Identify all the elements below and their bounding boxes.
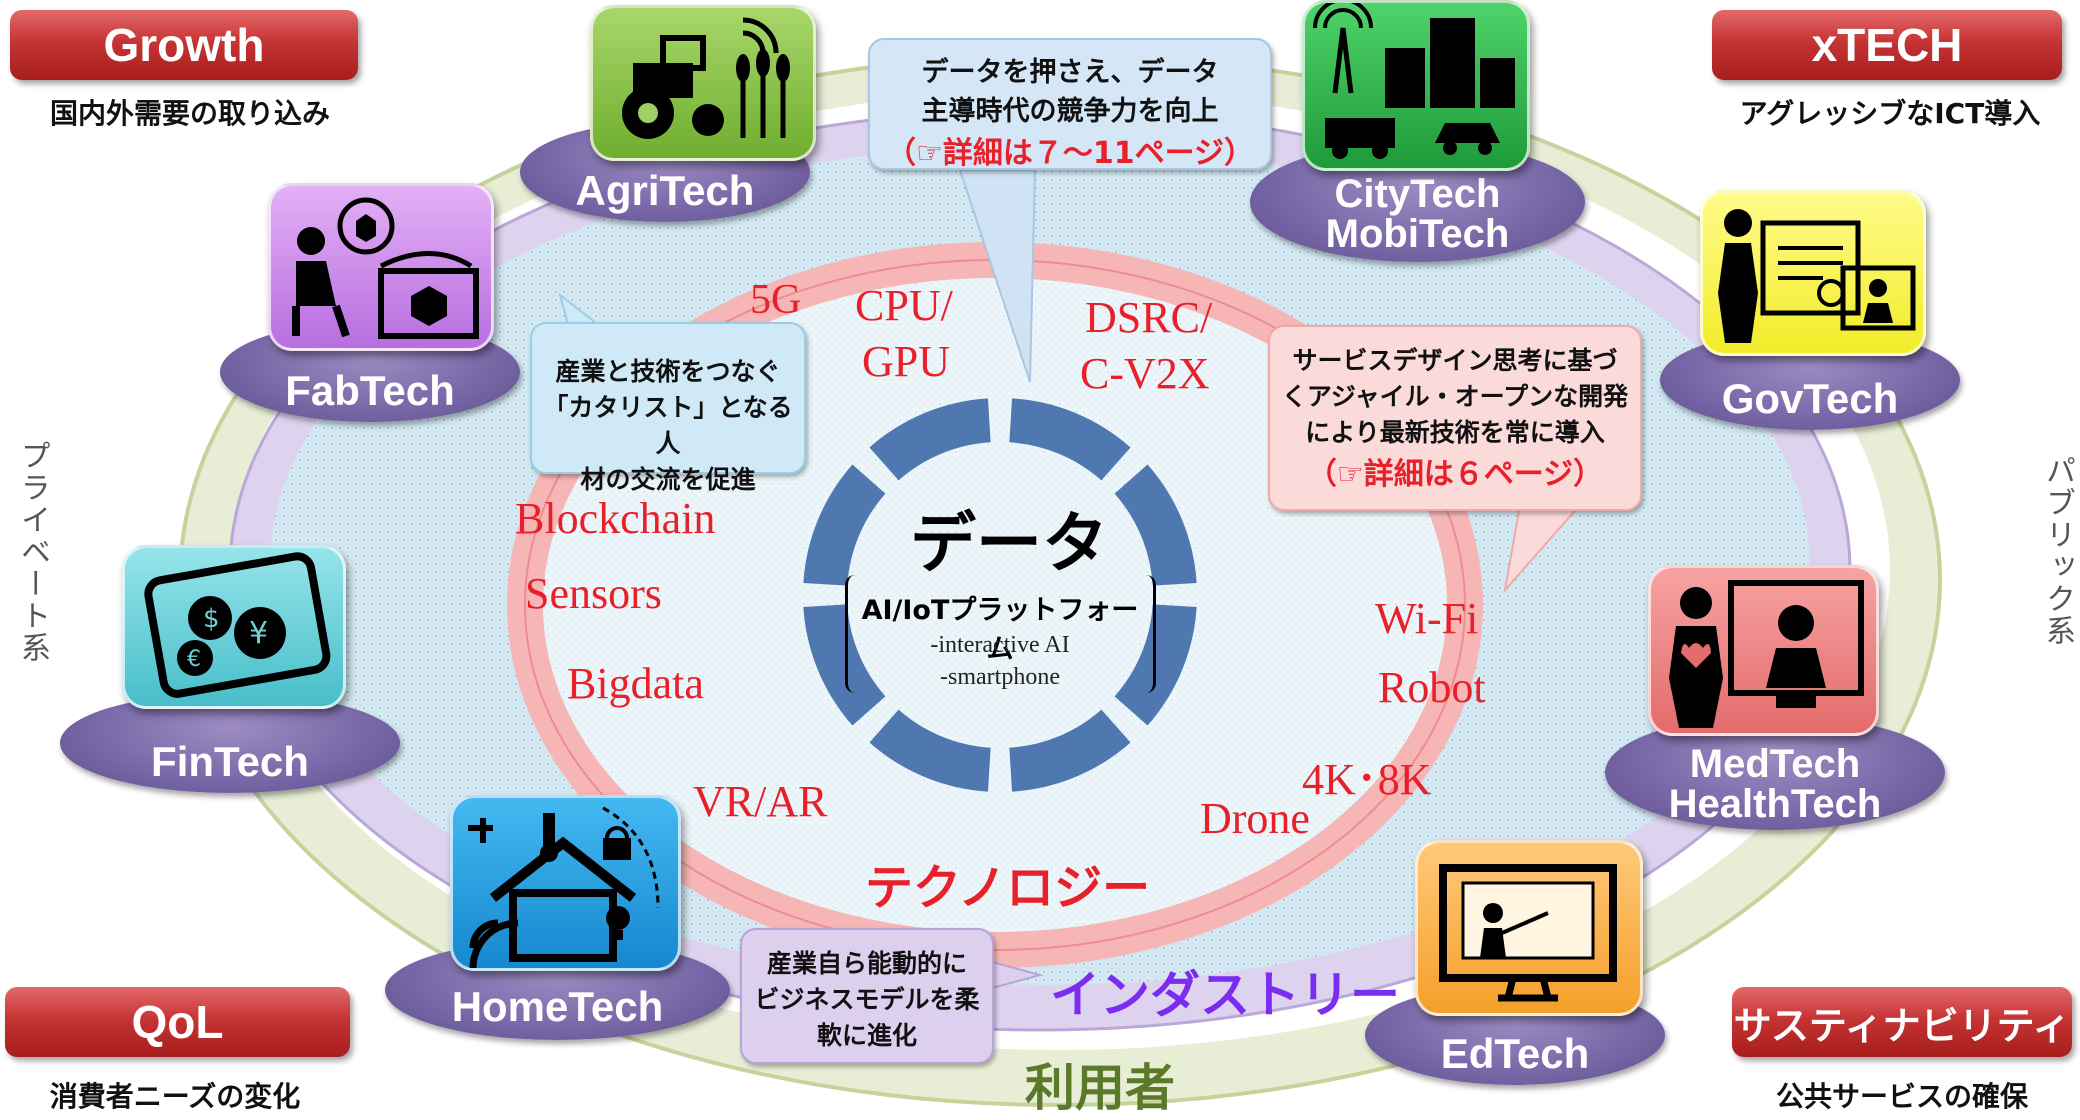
money-icon: $ ¥ € <box>144 552 331 698</box>
left-bubble: 産業と技術をつなぐ 「カタリスト」となる人 材の交流を促進 <box>530 322 806 494</box>
tractor-icon <box>622 17 790 139</box>
data-ring <box>803 398 1197 792</box>
hometech-tile <box>450 795 681 971</box>
medtech-label: MedTech <box>1689 742 1861 786</box>
tech-label: Blockchain <box>515 494 716 543</box>
bubble-line: （☞詳細は７～11ページ） <box>885 136 1255 171</box>
private-label: プライベート系 <box>15 440 50 664</box>
fintech-tile: $ ¥ € <box>122 545 346 709</box>
data-title: データ <box>910 505 1108 582</box>
bubble-line: 軟に進化 <box>816 1021 917 1050</box>
fintech-pill[interactable]: FinTech <box>60 693 400 793</box>
agritech-tile <box>590 5 816 161</box>
sustainability-subtitle: 公共サービスの確保 <box>1775 1080 2028 1113</box>
data-ring-segment <box>869 398 992 481</box>
industry-label: インダストリー <box>1050 966 1400 1024</box>
3d-print-icon <box>292 197 479 339</box>
data-ring-segment <box>1008 398 1131 481</box>
data-ring-segment <box>803 464 886 587</box>
hometech-label: HomeTech <box>451 983 664 1030</box>
bubble-line: ビジネスモデルを柔 <box>754 985 980 1014</box>
edtech-tile <box>1415 840 1643 1016</box>
smart-home-icon <box>468 806 660 969</box>
tech-label: VR/AR <box>693 777 828 826</box>
svg-text:¥: ¥ <box>249 616 268 651</box>
tech-label: GPU <box>862 337 951 386</box>
qol-button[interactable]: QoL <box>5 987 350 1057</box>
growth-button[interactable]: Growth <box>10 10 358 80</box>
medtech-tile <box>1648 565 1879 736</box>
fintech-label: FinTech <box>151 738 309 785</box>
bubble-line: 「カタリスト」となる人 <box>543 393 793 458</box>
education-icon <box>1439 864 1617 1002</box>
tech-label: C-V2X <box>1080 349 1210 398</box>
bubble-line: データを押さえ、データ <box>921 57 1219 88</box>
bubble-line: くアジャイル・オープンな開発 <box>1281 382 1629 411</box>
mobitech-label: MobiTech <box>1325 212 1510 256</box>
sustainability-button[interactable]: サスティナビリティ <box>1732 987 2072 1057</box>
bubble-line: により最新技術を常に導入 <box>1305 418 1605 447</box>
top-bubble: データを押さえ、データ 主導時代の競争力を向上 （☞詳細は７～11ページ） <box>868 38 1272 171</box>
healthtech-label: HealthTech <box>1668 782 1882 826</box>
svg-text:€: € <box>187 647 201 672</box>
govtech-label: GovTech <box>1721 375 1899 422</box>
data-ring-segment <box>1008 709 1131 792</box>
bottom-bubble: 産業自ら能動的に ビジネスモデルを柔 軟に進化 <box>740 928 994 1064</box>
data-ring-segment <box>869 709 992 792</box>
qol-subtitle: 消費者ニーズの変化 <box>49 1080 301 1113</box>
tech-label: Drone <box>1200 794 1310 843</box>
fabtech-tile <box>268 183 494 351</box>
citytech-label: CityTech <box>1334 172 1501 216</box>
city-icon <box>1313 0 1515 159</box>
platform-label: AI/IoTプラットフォーム <box>861 595 1139 665</box>
agritech-label: AgriTech <box>575 167 755 214</box>
xtech-subtitle: アグレッシブなICT導入 <box>1739 97 2041 130</box>
medical-icon <box>1669 580 1864 728</box>
data-ring-segment <box>1114 464 1197 587</box>
bubble-line: 材の交流を促進 <box>580 465 756 494</box>
bubble-line: （☞詳細は６ページ） <box>1306 457 1604 492</box>
govtech-tile <box>1700 190 1926 356</box>
tech-label: 4K･8K <box>1302 755 1432 804</box>
svg-text:$: $ <box>203 604 220 634</box>
platform-item: -interactive AI <box>930 632 1070 658</box>
platform-item: -smartphone <box>940 664 1060 690</box>
data-ring-segment <box>1114 603 1197 726</box>
tech-label: Bigdata <box>567 659 704 708</box>
xtech-button[interactable]: xTECH <box>1712 10 2062 80</box>
tech-label: CPU/ <box>855 281 953 330</box>
tech-label: Wi-Fi <box>1375 594 1479 643</box>
bubble-line: 主導時代の競争力を向上 <box>921 96 1219 127</box>
bubble-line: 産業と技術をつなぐ <box>555 357 781 386</box>
right-bubble: サービスデザイン思考に基づ くアジャイル・オープンな開発 により最新技術を常に導… <box>1268 325 1642 511</box>
bubble-line: 産業自ら能動的に <box>766 949 967 978</box>
edtech-label: EdTech <box>1440 1030 1590 1077</box>
tech-label: 5G <box>750 277 802 323</box>
platform-box <box>845 575 1156 693</box>
data-ring-segment <box>803 603 886 726</box>
hometech-pill[interactable]: HomeTech <box>385 940 730 1040</box>
tech-label: Sensors <box>525 569 662 618</box>
technology-label: テクノロジー <box>865 860 1151 916</box>
fabtech-label: FabTech <box>285 367 455 414</box>
tech-label: DSRC/ <box>1085 293 1213 342</box>
growth-subtitle: 国内外需要の取り込み <box>49 97 330 130</box>
citytech-tile <box>1302 0 1530 171</box>
public-label: パブリック系 <box>2040 455 2075 647</box>
tech-label: Robot <box>1378 663 1486 712</box>
government-icon <box>1718 209 1916 343</box>
bubble-line: サービスデザイン思考に基づ <box>1292 346 1618 375</box>
user-label: 利用者 <box>1025 1059 1175 1117</box>
